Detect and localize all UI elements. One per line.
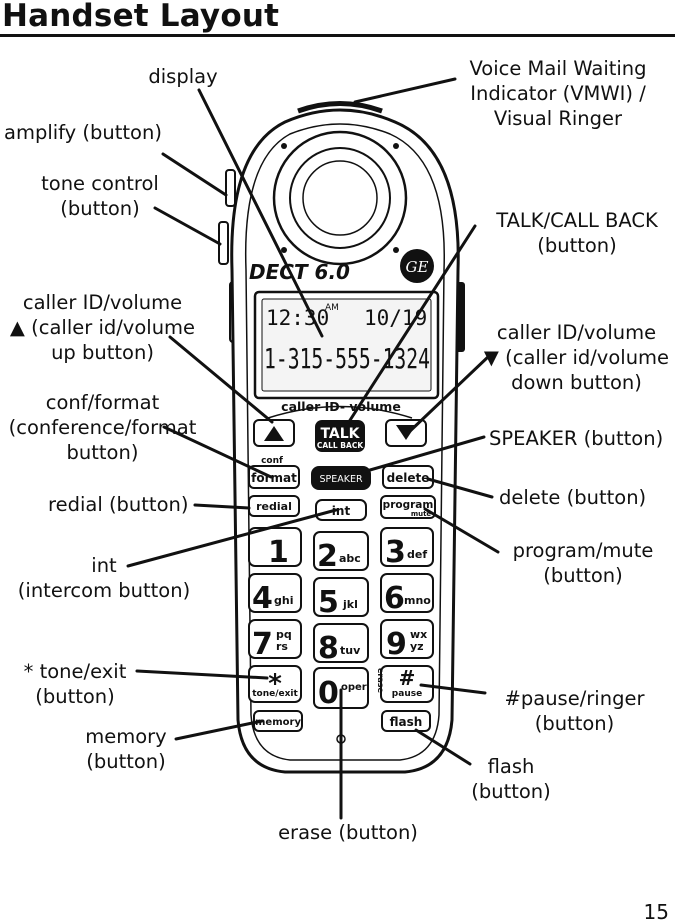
label-talk-callback: TALK/CALL BACK (button) <box>496 209 658 257</box>
svg-text:9: 9 <box>386 627 407 662</box>
amplify-side-button <box>225 169 236 207</box>
lcd-date: 10/19 <box>364 306 427 330</box>
label-memory: memory (button) <box>85 725 167 773</box>
svg-text:delete: delete <box>387 471 430 485</box>
label-int: int (intercom button) <box>17 554 191 602</box>
svg-text:mno: mno <box>404 594 431 607</box>
label-speaker: SPEAKER (button) <box>489 427 664 450</box>
program-mute-key <box>380 495 436 519</box>
svg-text:memory: memory <box>255 717 301 728</box>
svg-text:ghi: ghi <box>274 594 293 607</box>
int-key <box>315 499 367 521</box>
vmwi-light <box>297 101 383 114</box>
svg-text:oper: oper <box>341 682 367 693</box>
key-9 <box>380 619 434 659</box>
svg-text:#: # <box>399 666 416 690</box>
svg-text:conf: conf <box>261 456 283 466</box>
svg-text:def: def <box>407 548 427 561</box>
svg-text:1: 1 <box>268 535 289 570</box>
svg-text:*: * <box>268 669 282 699</box>
erase-side-label: erase <box>376 668 385 694</box>
svg-text:format: format <box>251 471 297 485</box>
svg-text:mute: mute <box>411 510 432 518</box>
label-caller-id-down: caller ID/volume ▼ (caller id/volume dow… <box>483 321 670 394</box>
svg-text:6: 6 <box>384 581 405 616</box>
earpiece-inner <box>302 160 378 236</box>
label-caller-id-up: caller ID/volume ▲ (caller id/volume up … <box>9 291 196 364</box>
label-conf-format: conf/format (conference/format button) <box>8 391 197 464</box>
label-display: display <box>148 65 218 88</box>
label-erase: erase (button) <box>278 821 418 844</box>
key-6 <box>380 573 434 613</box>
key-7 <box>248 619 302 659</box>
label-amplify: amplify (button) <box>4 121 162 144</box>
label-tone-exit: * tone/exit (button) <box>23 660 127 708</box>
label-vmwi: Voice Mail Waiting Indicator (VMWI) / Vi… <box>469 57 647 130</box>
title-rule <box>0 34 675 37</box>
keypad <box>248 527 434 732</box>
dect-logo: DECT 6.0 <box>249 260 350 284</box>
svg-text:wx: wx <box>410 628 427 641</box>
page-title: Handset Layout <box>2 0 280 34</box>
svg-text:int: int <box>332 504 351 518</box>
svg-text:SPEAKER: SPEAKER <box>319 474 362 485</box>
svg-text:pause: pause <box>392 689 422 699</box>
label-tone-control: tone control (button) <box>41 172 159 220</box>
svg-text:flash: flash <box>390 715 423 729</box>
redial-key <box>248 495 300 517</box>
key-hash <box>380 665 434 703</box>
svg-text:CALL BACK: CALL BACK <box>317 441 365 450</box>
svg-text:jkl: jkl <box>342 598 358 611</box>
key-2 <box>313 531 369 571</box>
svg-text:pq: pq <box>276 628 292 641</box>
lcd-number: 1-315-555-1324 <box>264 342 430 375</box>
svg-text:tone/exit: tone/exit <box>252 689 298 699</box>
key-star <box>248 665 302 703</box>
label-redial: redial (button) <box>48 493 189 516</box>
memory-key <box>253 710 303 732</box>
key-3 <box>380 527 434 567</box>
label-flash: flash (button) <box>471 755 551 803</box>
label-pause-ringer: #pause/ringer (button) <box>504 687 645 735</box>
svg-text:3: 3 <box>385 535 406 570</box>
svg-text:tuv: tuv <box>340 644 361 657</box>
up-triangle-icon <box>264 426 284 441</box>
callout-lines <box>126 77 500 820</box>
page-number: 15 <box>643 900 669 924</box>
svg-text:yz: yz <box>410 640 424 653</box>
label-delete: delete (button) <box>499 486 647 509</box>
svg-text:redial: redial <box>256 500 292 513</box>
svg-text:program: program <box>383 499 434 511</box>
svg-text:4: 4 <box>252 581 273 616</box>
key-1 <box>248 527 302 567</box>
key-5 <box>313 577 369 617</box>
delete-key <box>382 465 434 489</box>
label-program-mute: program/mute (button) <box>512 539 654 587</box>
svg-text:8: 8 <box>318 631 339 666</box>
svg-text:rs: rs <box>276 640 288 653</box>
handset-inner-outline <box>244 123 445 761</box>
flash-key <box>381 710 431 732</box>
speaker-key <box>311 466 371 490</box>
key-4 <box>248 573 302 613</box>
key-8 <box>313 623 369 663</box>
svg-text:5: 5 <box>318 585 339 620</box>
svg-text:GE: GE <box>406 258 429 276</box>
lcd-time: 12:30 <box>266 306 329 330</box>
talk-key <box>315 420 365 452</box>
svg-text:7: 7 <box>252 627 273 662</box>
svg-text:2: 2 <box>317 539 338 574</box>
ge-logo <box>400 249 434 283</box>
svg-text:TALK: TALK <box>320 426 360 442</box>
svg-text:abc: abc <box>339 552 361 565</box>
svg-text:0: 0 <box>318 676 339 711</box>
lcd-ampm: AM <box>325 303 339 313</box>
